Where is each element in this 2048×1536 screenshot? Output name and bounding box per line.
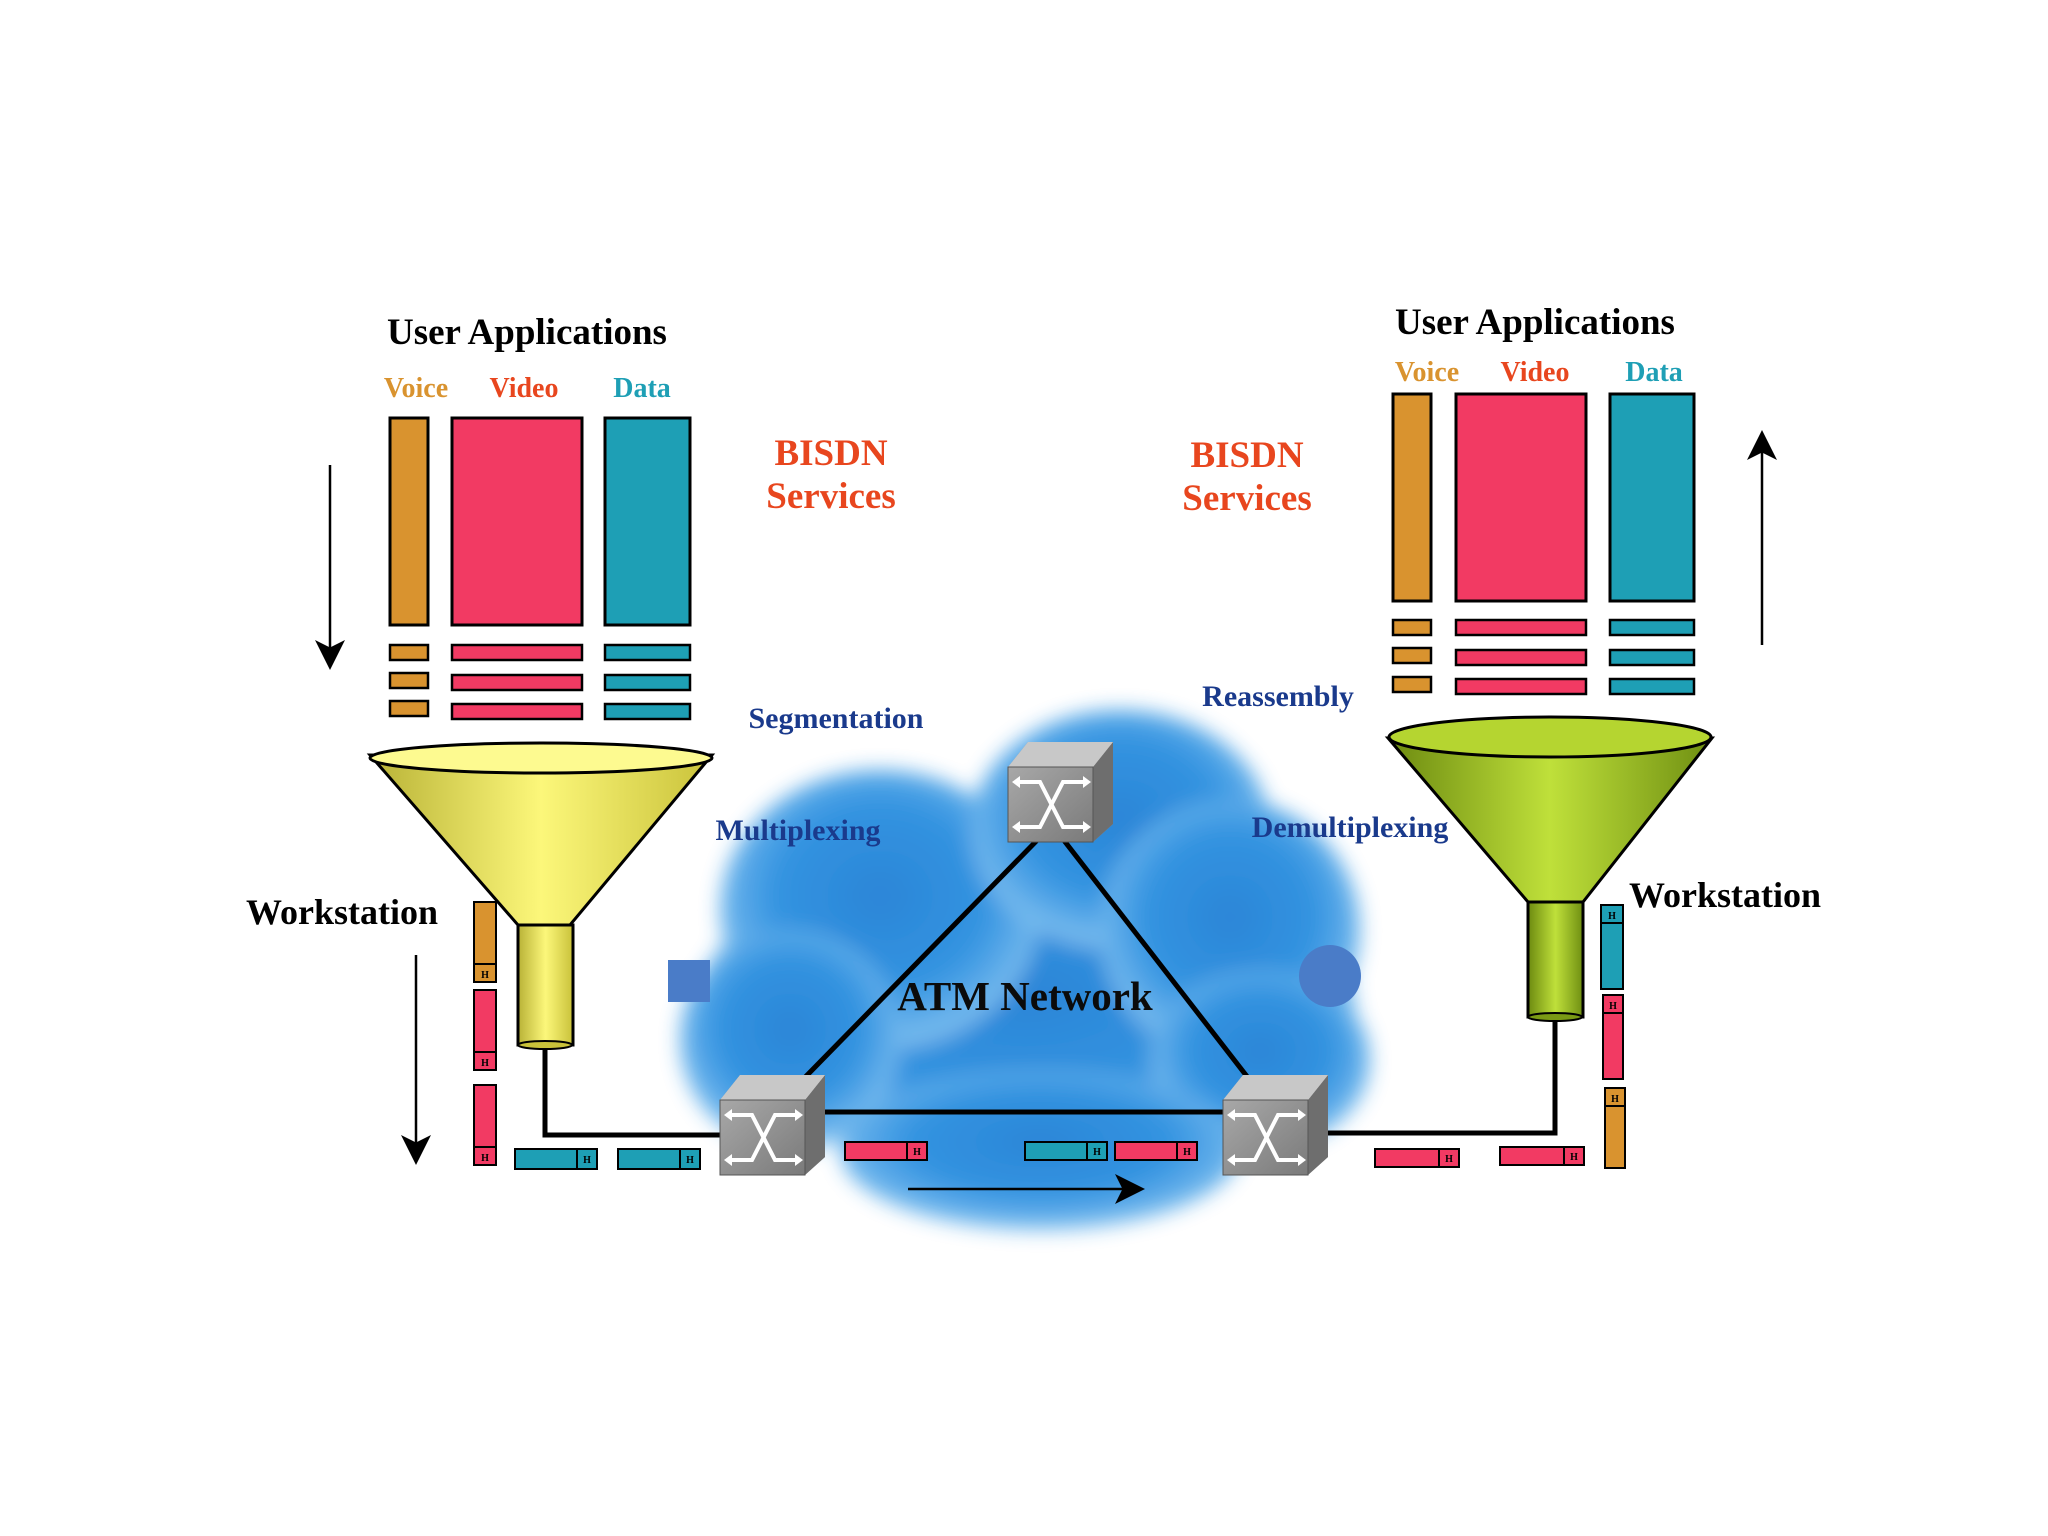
circle-shape bbox=[1299, 945, 1361, 1007]
cell-header-label: H bbox=[1609, 1001, 1617, 1012]
cell-header-label: H bbox=[1183, 1147, 1191, 1158]
right-bisdn-line1: BISDN bbox=[1190, 435, 1303, 476]
switch-icon bbox=[1007, 742, 1113, 843]
left-data-label: Data bbox=[613, 373, 671, 404]
cell-header-label: H bbox=[1445, 1154, 1453, 1165]
square-shape bbox=[668, 960, 710, 1002]
funnel-icon bbox=[366, 741, 716, 1050]
left-cell-row: H H bbox=[514, 1148, 701, 1170]
right-video-label: Video bbox=[1501, 357, 1570, 388]
right-cell-column: H H H bbox=[1600, 904, 1626, 1169]
right-bisdn-line2: Services bbox=[1182, 478, 1311, 519]
switch-icon bbox=[1222, 1075, 1328, 1176]
atm-network-label: ATM Network bbox=[897, 973, 1153, 1019]
network-cell-row: H H H bbox=[844, 1141, 1198, 1161]
cell-header-label: H bbox=[1093, 1147, 1101, 1158]
cell-header-label: H bbox=[686, 1155, 694, 1166]
left-application-blocks bbox=[388, 416, 692, 627]
cell-header-label: H bbox=[583, 1155, 591, 1166]
demultiplexing-label: Demultiplexing bbox=[1252, 811, 1449, 844]
segmentation-label: Segmentation bbox=[749, 702, 924, 735]
left-bisdn-line2: Services bbox=[766, 476, 895, 517]
right-voice-label: Voice bbox=[1395, 357, 1459, 388]
reassembly-label: Reassembly bbox=[1202, 680, 1354, 713]
left-user-applications-title: User Applications bbox=[387, 312, 667, 353]
right-data-label: Data bbox=[1625, 357, 1683, 388]
left-voice-label: Voice bbox=[384, 373, 448, 404]
right-application-blocks bbox=[1391, 392, 1696, 603]
cell-header-label: H bbox=[1611, 1094, 1619, 1105]
cell-header-label: H bbox=[913, 1147, 921, 1158]
switch-icon bbox=[719, 1075, 825, 1176]
funnel-icon bbox=[1384, 715, 1716, 1022]
left-bisdn-line1: BISDN bbox=[774, 433, 887, 474]
cell-header-label: H bbox=[481, 970, 489, 981]
cell-header-label: H bbox=[1608, 911, 1616, 922]
cell-header-label: H bbox=[481, 1058, 489, 1069]
right-segments bbox=[1391, 618, 1696, 696]
cell-header-label: H bbox=[481, 1153, 489, 1164]
multiplexing-label: Multiplexing bbox=[715, 814, 880, 847]
left-workstation-label: Workstation bbox=[246, 892, 438, 932]
left-video-label: Video bbox=[490, 373, 559, 404]
left-segments bbox=[388, 643, 692, 721]
right-cell-row: H H bbox=[1374, 1146, 1585, 1168]
cell-header-label: H bbox=[1570, 1152, 1578, 1163]
access-links bbox=[542, 1020, 1558, 1138]
right-user-applications-title: User Applications bbox=[1395, 302, 1675, 343]
right-workstation-label: Workstation bbox=[1629, 875, 1821, 915]
left-cell-column: H H H bbox=[473, 901, 497, 1166]
network-links bbox=[771, 823, 1275, 1115]
